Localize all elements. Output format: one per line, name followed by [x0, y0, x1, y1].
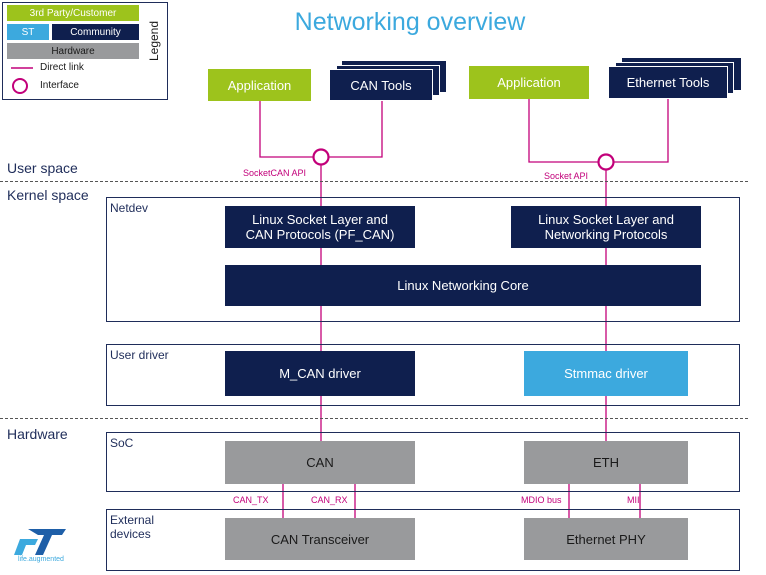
- kernel-space-label: Kernel space: [7, 187, 89, 203]
- legend-st: ST: [7, 24, 49, 40]
- socket-api-label: Socket API: [544, 171, 589, 181]
- legend-link-icon: [11, 67, 33, 94]
- eth-application-box: Application: [469, 66, 589, 99]
- mii-label: MII: [627, 495, 640, 505]
- kernel-hardware-divider: [0, 418, 748, 419]
- legend-direct-link-label: Direct link: [40, 62, 84, 73]
- logo-tagline: life.augmented: [18, 556, 64, 563]
- legend-community: Community: [52, 24, 139, 40]
- user-driver-frame: [106, 344, 740, 406]
- user-space-label: User space: [7, 160, 78, 176]
- can-tools-box: CAN Tools: [329, 69, 433, 101]
- legend-interface-label: Interface: [40, 80, 79, 91]
- soc-frame: [106, 432, 740, 492]
- eth-tools-link: [614, 98, 669, 163]
- can-tools-link: [329, 99, 383, 158]
- socket-interface-icon: [597, 153, 615, 171]
- socketcan-interface-icon: [312, 148, 330, 166]
- mcan-driver-box: M_CAN driver: [225, 351, 415, 396]
- eth-tools-box: Ethernet Tools: [608, 66, 728, 99]
- legend-third-party: 3rd Party/Customer: [7, 5, 139, 21]
- netdev-label: Netdev: [110, 201, 149, 215]
- eth-app-link: [528, 99, 598, 163]
- ethernet-phy-box: Ethernet PHY: [524, 518, 688, 560]
- user-kernel-divider: [0, 181, 748, 182]
- mdio-bus-label: MDIO bus: [521, 495, 562, 505]
- can-socket-layer-box: Linux Socket Layer and CAN Protocols (PF…: [225, 206, 415, 248]
- legend-heading: Legend: [147, 20, 161, 62]
- can-tx-label: CAN_TX: [233, 495, 269, 505]
- hardware-label: Hardware: [7, 426, 68, 442]
- external-devices-label: External devices: [110, 513, 155, 541]
- can-transceiver-box: CAN Transceiver: [225, 518, 415, 560]
- external-devices-frame: [106, 509, 740, 571]
- can-application-box: Application: [208, 69, 311, 101]
- st-logo-icon: [14, 529, 66, 555]
- can-rx-label: CAN_RX: [311, 495, 348, 505]
- eth-soc-box: ETH: [524, 441, 688, 484]
- netdev-frame: [106, 197, 740, 322]
- socketcan-api-label: SocketCAN API: [243, 168, 307, 178]
- eth-socket-layer-box: Linux Socket Layer and Networking Protoc…: [511, 206, 701, 248]
- user-driver-label: User driver: [110, 348, 169, 362]
- page-title: Networking overview: [294, 8, 526, 36]
- stmmac-driver-box: Stmmac driver: [524, 351, 688, 396]
- soc-label: SoC: [110, 436, 134, 450]
- legend-hardware: Hardware: [7, 43, 139, 59]
- can-soc-box: CAN: [225, 441, 415, 484]
- can-app-link: [259, 101, 313, 158]
- networking-core-box: Linux Networking Core: [225, 265, 701, 306]
